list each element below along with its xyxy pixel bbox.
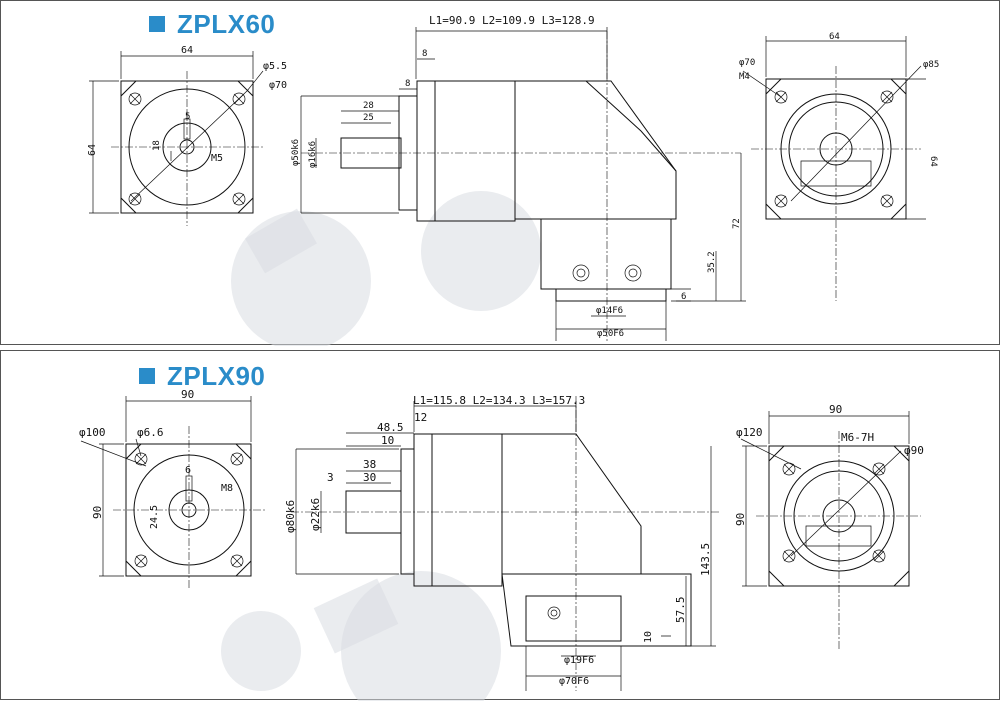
dim-width: 90 (181, 388, 194, 401)
dim-step: 8 (422, 49, 427, 59)
dim-offset: 48.5 (377, 421, 404, 434)
dim-pilot-depth: 10 (643, 631, 654, 643)
rear-view (742, 36, 926, 301)
dim-rear-thread: M6-7H (841, 431, 874, 444)
dim-input-pilot: φ70F6 (559, 676, 589, 687)
motor-adapter (501, 573, 692, 647)
dim-key-height: 24.5 (149, 505, 160, 529)
dim-height: 90 (91, 506, 104, 519)
zplx60-panel: ZPLX60 (0, 0, 1000, 346)
rear-bolt-holes (774, 90, 894, 208)
watermark-gear-icon (231, 191, 541, 346)
dim-key-height: 18 (152, 140, 162, 151)
title-square-icon (149, 16, 165, 33)
dim-key-length: 30 (363, 471, 376, 484)
dim-height: 64 (87, 144, 98, 156)
dim-hole: φ5.5 (263, 61, 287, 72)
dim-spigot: φ80k6 (284, 500, 297, 533)
gearbox-body (431, 433, 503, 587)
section-title: ZPLX60 (149, 9, 275, 40)
dim-shaft-length: 38 (363, 458, 376, 471)
mounting-holes (134, 452, 244, 568)
dim-pilot-depth: 6 (681, 292, 686, 302)
motor-pilot (555, 288, 667, 302)
dim-flange-height: 35.2 (707, 251, 717, 273)
motor-flange-block (540, 218, 672, 290)
dim-rear-height: 64 (928, 156, 938, 167)
dim-rear-pcd: φ90 (904, 444, 924, 457)
dim-spigot: φ50k6 (291, 139, 301, 166)
dim-flange: 8 (405, 79, 410, 89)
section-title-text: ZPLX60 (177, 9, 276, 39)
dim-rear-width: 64 (829, 32, 840, 42)
dim-rear-pilot: φ120 (736, 426, 763, 439)
dim-shaft-dia: φ16k6 (308, 141, 318, 168)
mounting-holes (128, 92, 246, 206)
dim-hole: φ6.6 (137, 426, 164, 439)
section-title: ZPLX90 (139, 361, 265, 392)
length-header: L1=115.8 L2=134.3 L3=157.3 (413, 394, 585, 407)
dim-flange: 10 (381, 434, 394, 447)
dim-center-height: 72 (732, 218, 742, 229)
zplx90-drawing: 90 90 φ100 φ6.6 6 24.5 M8 (79, 388, 924, 701)
angle-edge (586, 80, 677, 172)
angle-housing (514, 80, 677, 220)
zplx90-panel: ZPLX90 90 90 φ (0, 350, 1000, 701)
dim-rear-width: 90 (829, 403, 842, 416)
dim-shaft-offset: 3 (327, 471, 334, 484)
flange-corner-chamfers (120, 80, 254, 214)
rear-bolt-holes (782, 462, 886, 563)
angle-housing (501, 433, 642, 575)
dim-flange-height: 57.5 (674, 597, 687, 624)
flange-plate (400, 448, 415, 575)
dim-thread: M8 (221, 483, 233, 494)
dim-shaft-length: 28 (363, 101, 374, 111)
bolt-holes-side (572, 264, 642, 282)
title-square-icon (139, 368, 155, 385)
housing-step (416, 80, 436, 222)
dim-rear-pcd: φ85 (923, 60, 939, 70)
motor-flange-block (525, 595, 622, 642)
front-view (89, 51, 264, 226)
dim-pcd: φ70 (269, 80, 287, 91)
dim-rear-height: 90 (734, 513, 747, 526)
length-header: L1=90.9 L2=109.9 L3=128.9 (429, 14, 595, 27)
dim-input-bore: φ19F6 (564, 655, 594, 666)
dim-shaft-dia: φ22k6 (309, 498, 322, 531)
dim-pcd: φ100 (79, 426, 106, 439)
dim-input-bore: φ14F6 (596, 306, 623, 316)
zplx60-drawing: 64 64 φ5.5 φ70 5 18 M5 (87, 14, 939, 346)
bolt-holes-side (547, 606, 561, 620)
dim-step: 12 (414, 411, 427, 424)
rear-view (740, 411, 921, 651)
side-view (300, 27, 746, 341)
dim-thread: M5 (211, 153, 223, 164)
dim-key-length: 25 (363, 113, 374, 123)
dim-input-pilot: φ50F6 (597, 329, 624, 339)
dim-center-height: 143.5 (699, 543, 712, 576)
dim-width: 64 (181, 45, 193, 56)
dim-rear-thread: M4 (739, 72, 750, 82)
dim-rear-pilot: φ70 (739, 58, 755, 68)
side-view (291, 396, 721, 691)
housing-step (413, 433, 433, 587)
front-view (80, 396, 266, 589)
shaft-circle (179, 139, 195, 155)
dim-key-width: 6 (185, 465, 191, 476)
section-title-text: ZPLX90 (167, 361, 266, 391)
watermark-gear-icon (221, 571, 501, 701)
dim-key-width: 5 (185, 112, 190, 122)
